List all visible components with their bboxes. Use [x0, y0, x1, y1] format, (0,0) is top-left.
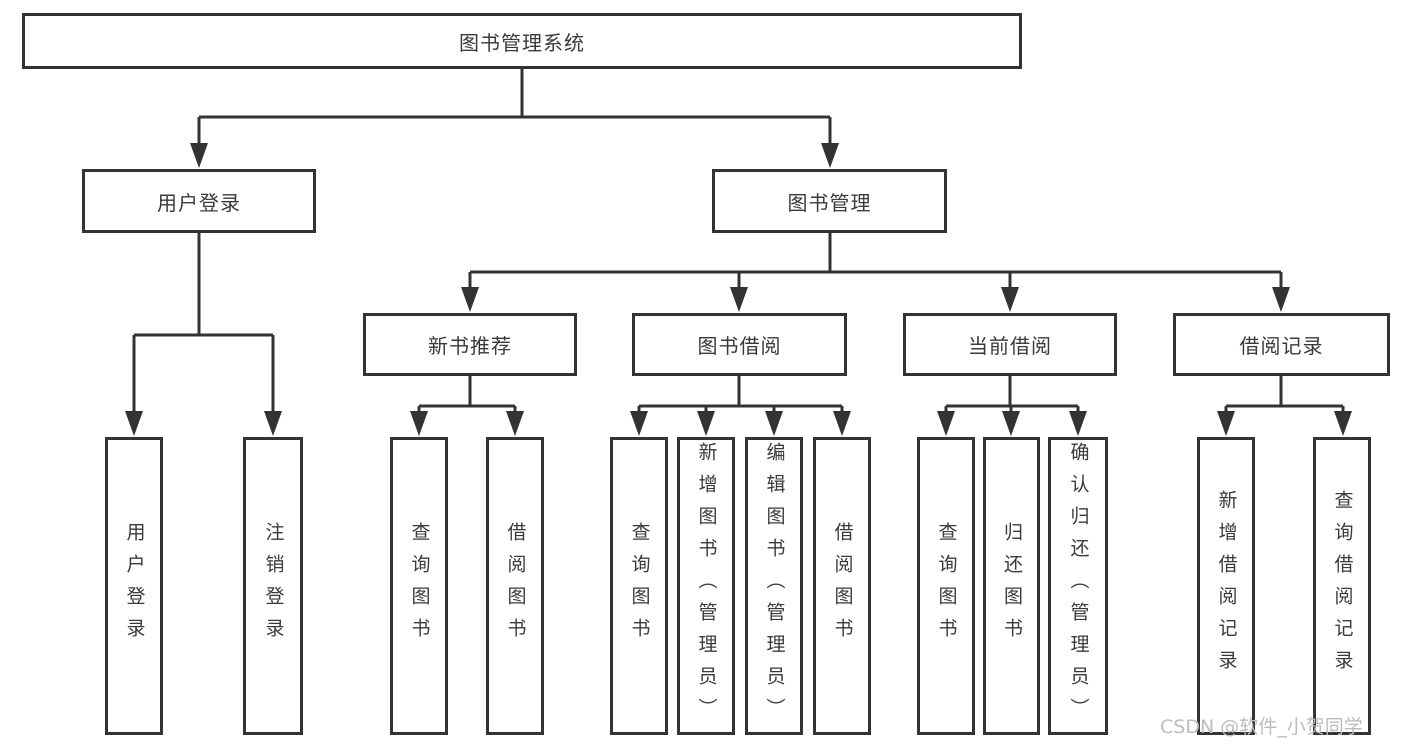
- leaf-add-books-admin: 新增图书（管理员）: [677, 437, 735, 735]
- node-user-login: 用户登录: [82, 169, 316, 233]
- node-current-borrowing: 当前借阅: [903, 313, 1117, 376]
- connector-borrow-records-to-children: [1217, 376, 1352, 436]
- leaf-edit-books-admin: 编辑图书（管理员）: [745, 437, 803, 735]
- connector-current-borrow-to-children: [937, 376, 1087, 436]
- leaf-add-borrow-record: 新增借阅记录: [1197, 437, 1255, 735]
- node-book-management: 图书管理: [712, 169, 947, 233]
- leaf-query-books-rec: 查询图书: [390, 437, 448, 735]
- node-new-book-recommend: 新书推荐: [363, 313, 577, 376]
- csdn-watermark: CSDN @软件_小贺同学: [1160, 716, 1363, 738]
- leaf-borrow-books: 借阅图书: [813, 437, 871, 735]
- connector-book-management-to-level3: [461, 233, 1290, 312]
- connector-root-to-level2: [190, 69, 839, 168]
- node-root-system: 图书管理系统: [22, 13, 1022, 69]
- leaf-return-books: 归还图书: [983, 437, 1040, 735]
- leaf-confirm-return-admin: 确认归还（管理员）: [1048, 437, 1108, 735]
- leaf-user-login: 用户登录: [105, 437, 163, 735]
- connector-book-borrow-to-children: [630, 376, 851, 436]
- connector-user-login-to-children: [125, 233, 282, 436]
- connector-new-book-rec-to-children: [410, 376, 524, 436]
- node-book-borrowing: 图书借阅: [632, 313, 847, 376]
- leaf-logout: 注销登录: [243, 437, 303, 735]
- node-borrowing-records: 借阅记录: [1173, 313, 1390, 376]
- leaf-query-books-current: 查询图书: [917, 437, 975, 735]
- leaf-query-books-borrow: 查询图书: [610, 437, 668, 735]
- leaf-query-borrow-record: 查询借阅记录: [1313, 437, 1371, 735]
- leaf-borrow-books-rec: 借阅图书: [486, 437, 544, 735]
